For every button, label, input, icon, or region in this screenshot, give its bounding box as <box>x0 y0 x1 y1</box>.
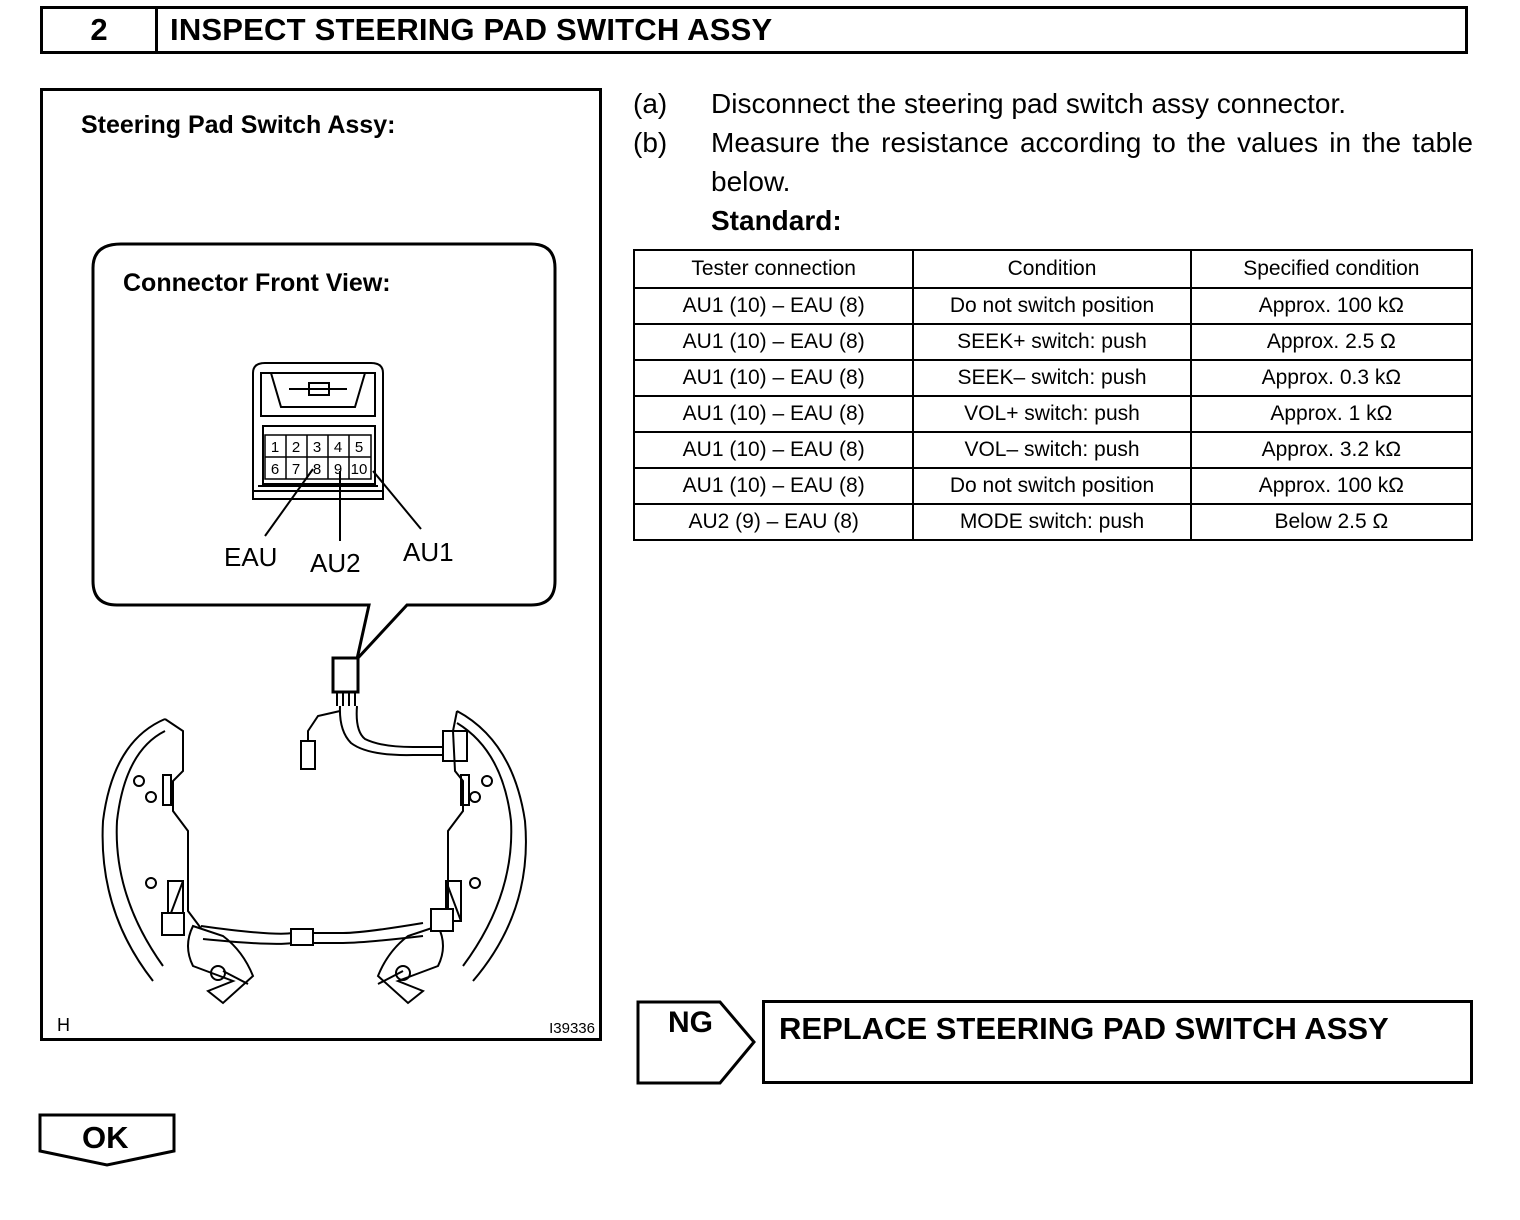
table-cell: Approx. 3.2 kΩ <box>1189 431 1474 469</box>
pin-6: 6 <box>271 461 279 478</box>
table-header-cell: Specified condition <box>1189 249 1474 289</box>
figure-title: Steering Pad Switch Assy: <box>81 111 395 139</box>
label-au1: AU1 <box>403 537 454 567</box>
table-row: AU1 (10) – EAU (8) SEEK+ switch: push Ap… <box>632 323 1474 361</box>
table-cell: AU1 (10) – EAU (8) <box>632 467 915 505</box>
resistance-spec-table: Tester connection Condition Specified co… <box>632 249 1474 541</box>
ok-label: OK <box>82 1120 129 1155</box>
steering-pad-figure: Steering Pad Switch Assy: Connector Fron… <box>40 88 602 1041</box>
table-row: AU1 (10) – EAU (8) SEEK– switch: push Ap… <box>632 359 1474 397</box>
pin-1: 1 <box>271 439 279 456</box>
pin-10: 10 <box>351 461 368 478</box>
table-cell: Below 2.5 Ω <box>1189 503 1474 541</box>
instruction-text: Disconnect the steering pad switch assy … <box>711 88 1347 119</box>
pin-5: 5 <box>355 439 363 456</box>
table-cell: AU1 (10) – EAU (8) <box>632 431 915 469</box>
ng-action-text: REPLACE STEERING PAD SWITCH ASSY <box>779 1011 1389 1046</box>
instructions: (a) Disconnect the steering pad switch a… <box>633 84 1473 240</box>
ng-label: NG <box>668 1006 713 1039</box>
steering-pad-frame-icon <box>101 710 527 1005</box>
instruction-a: (a) Disconnect the steering pad switch a… <box>633 84 1473 123</box>
ng-action-box: REPLACE STEERING PAD SWITCH ASSY <box>762 1000 1473 1084</box>
table-cell: Do not switch position <box>912 467 1192 505</box>
table-cell: AU1 (10) – EAU (8) <box>632 395 915 433</box>
step-header: 2 INSPECT STEERING PAD SWITCH ASSY <box>40 6 1468 54</box>
table-cell: Approx. 100 kΩ <box>1189 287 1474 325</box>
table-row: AU1 (10) – EAU (8) VOL+ switch: push App… <box>632 395 1474 433</box>
step-title: INSPECT STEERING PAD SWITCH ASSY <box>170 12 773 47</box>
instruction-letter: (a) <box>633 88 668 119</box>
table-header-row: Tester connection Condition Specified co… <box>632 249 1474 289</box>
pin-2: 2 <box>292 439 300 456</box>
pin-grid <box>264 434 372 480</box>
pin-7: 7 <box>292 461 300 478</box>
table-cell: VOL+ switch: push <box>912 395 1192 433</box>
table-row: AU2 (9) – EAU (8) MODE switch: push Belo… <box>632 503 1474 541</box>
table-row: AU1 (10) – EAU (8) Do not switch positio… <box>632 467 1474 505</box>
pin-4: 4 <box>334 439 342 456</box>
table-header-cell: Tester connection <box>632 249 915 289</box>
instruction-text: Measure the resistance according to the … <box>711 127 1473 197</box>
pin-8: 8 <box>313 461 321 478</box>
ok-arrow-box <box>38 1113 176 1167</box>
table-cell: VOL– switch: push <box>912 431 1192 469</box>
table-header-cell: Condition <box>912 249 1192 289</box>
table-cell: Do not switch position <box>912 287 1192 325</box>
harness-connector-icon <box>300 656 468 770</box>
standard-label: Standard: <box>711 205 842 236</box>
table-cell: Approx. 0.3 kΩ <box>1189 359 1474 397</box>
table-cell: Approx. 1 kΩ <box>1189 395 1474 433</box>
table-cell: Approx. 100 kΩ <box>1189 467 1474 505</box>
figure-id: I39336 <box>549 1020 595 1037</box>
table-cell: AU1 (10) – EAU (8) <box>632 323 915 361</box>
label-au2: AU2 <box>310 548 361 578</box>
table-row: AU1 (10) – EAU (8) Do not switch positio… <box>632 287 1474 325</box>
table-cell: Approx. 2.5 Ω <box>1189 323 1474 361</box>
instruction-letter: (b) <box>633 127 668 158</box>
table-cell: SEEK– switch: push <box>912 359 1192 397</box>
table-cell: MODE switch: push <box>912 503 1192 541</box>
step-number: 2 <box>43 9 158 51</box>
table-row: AU1 (10) – EAU (8) VOL– switch: push App… <box>632 431 1474 469</box>
pin-leader-lines <box>264 468 422 541</box>
ng-arrow-box <box>636 1000 756 1085</box>
pin-3: 3 <box>313 439 321 456</box>
label-eau: EAU <box>224 542 277 572</box>
table-cell: SEEK+ switch: push <box>912 323 1192 361</box>
figure-corner-label: H <box>57 1015 70 1035</box>
callout-title: Connector Front View: <box>123 269 391 297</box>
steering-pad-diagram: Steering Pad Switch Assy: Connector Fron… <box>57 111 595 1037</box>
instruction-b: (b) Measure the resistance according to … <box>633 123 1473 201</box>
pin-9: 9 <box>334 461 342 478</box>
table-cell: AU1 (10) – EAU (8) <box>632 287 915 325</box>
table-cell: AU1 (10) – EAU (8) <box>632 359 915 397</box>
table-cell: AU2 (9) – EAU (8) <box>632 503 915 541</box>
